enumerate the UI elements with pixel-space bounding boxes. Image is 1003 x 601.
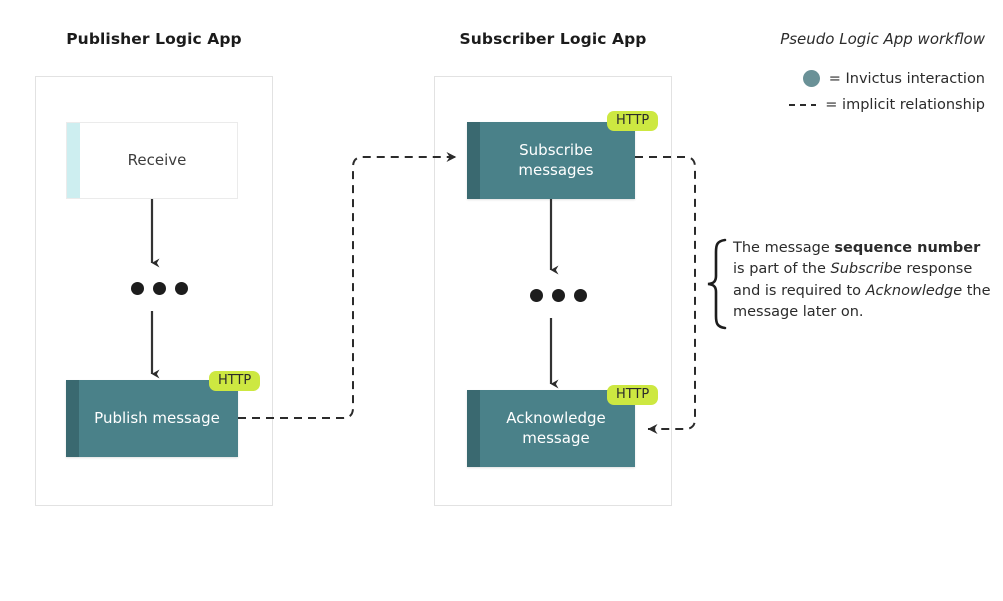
card-accent-stripe [67, 123, 80, 198]
ellipsis-dot [153, 282, 166, 295]
card-accent-stripe [467, 390, 480, 467]
annotation-segment-bold: sequence number [834, 240, 981, 256]
step-card-label: Receive [127, 150, 187, 169]
annotation-segment: The message [733, 240, 835, 256]
card-accent-stripe [66, 380, 79, 457]
http-badge-subscribe: HTTP [607, 111, 659, 131]
column-title-subscriber: Subscriber Logic App [459, 30, 647, 48]
annotation-segment: response and is required to [733, 261, 973, 299]
ellipsis-dot [131, 282, 144, 295]
step-card-receive[interactable]: Receive [66, 122, 238, 199]
ellipsis-publisher [131, 282, 188, 295]
step-card-label-line1: Subscribe [519, 141, 593, 159]
step-card-label-line2: messages [518, 160, 594, 179]
legend-title: Pseudo Logic App workflow [780, 30, 985, 48]
step-card-subscribe-messages[interactable]: Subscribe messages [467, 122, 635, 199]
annotation-segment: the message later on. [733, 282, 991, 321]
legend-item-label: = implicit relationship [825, 97, 985, 113]
annotation-segment: is part of the [733, 261, 831, 278]
curly-brace-icon [707, 238, 727, 330]
ellipsis-subscriber [530, 289, 587, 302]
step-card-label: Publish message [94, 408, 220, 427]
http-badge-acknowledge: HTTP [607, 385, 659, 405]
step-card-label-line1: Acknowledge [506, 409, 606, 427]
legend-item-invictus: = Invictus interaction [802, 70, 985, 87]
step-card-label: Acknowledge message [488, 409, 614, 448]
step-card-label-line2: message [522, 428, 590, 447]
card-accent-stripe [467, 122, 480, 199]
ellipsis-dot [574, 289, 587, 302]
column-title-publisher: Publisher Logic App [66, 30, 242, 48]
dashed-line-icon [789, 104, 817, 106]
teal-circle-icon [802, 70, 820, 87]
legend-item-implicit: = implicit relationship [789, 97, 985, 113]
ellipsis-dot [552, 289, 565, 302]
ellipsis-dot [175, 282, 188, 295]
step-card-publish-message[interactable]: Publish message [66, 380, 238, 457]
annotation-callout: The message sequence number is part of t… [705, 238, 995, 330]
annotation-segment-italic: Subscribe [830, 261, 902, 278]
ellipsis-dot [530, 289, 543, 302]
step-card-label: Subscribe messages [500, 141, 601, 180]
step-card-acknowledge-message[interactable]: Acknowledge message [467, 390, 635, 467]
legend-item-label: = Invictus interaction [828, 70, 985, 87]
annotation-segment-italic: Acknowledge [865, 282, 963, 299]
http-badge-publish: HTTP [209, 371, 261, 391]
annotation-text: The message sequence number is part of t… [733, 238, 995, 330]
